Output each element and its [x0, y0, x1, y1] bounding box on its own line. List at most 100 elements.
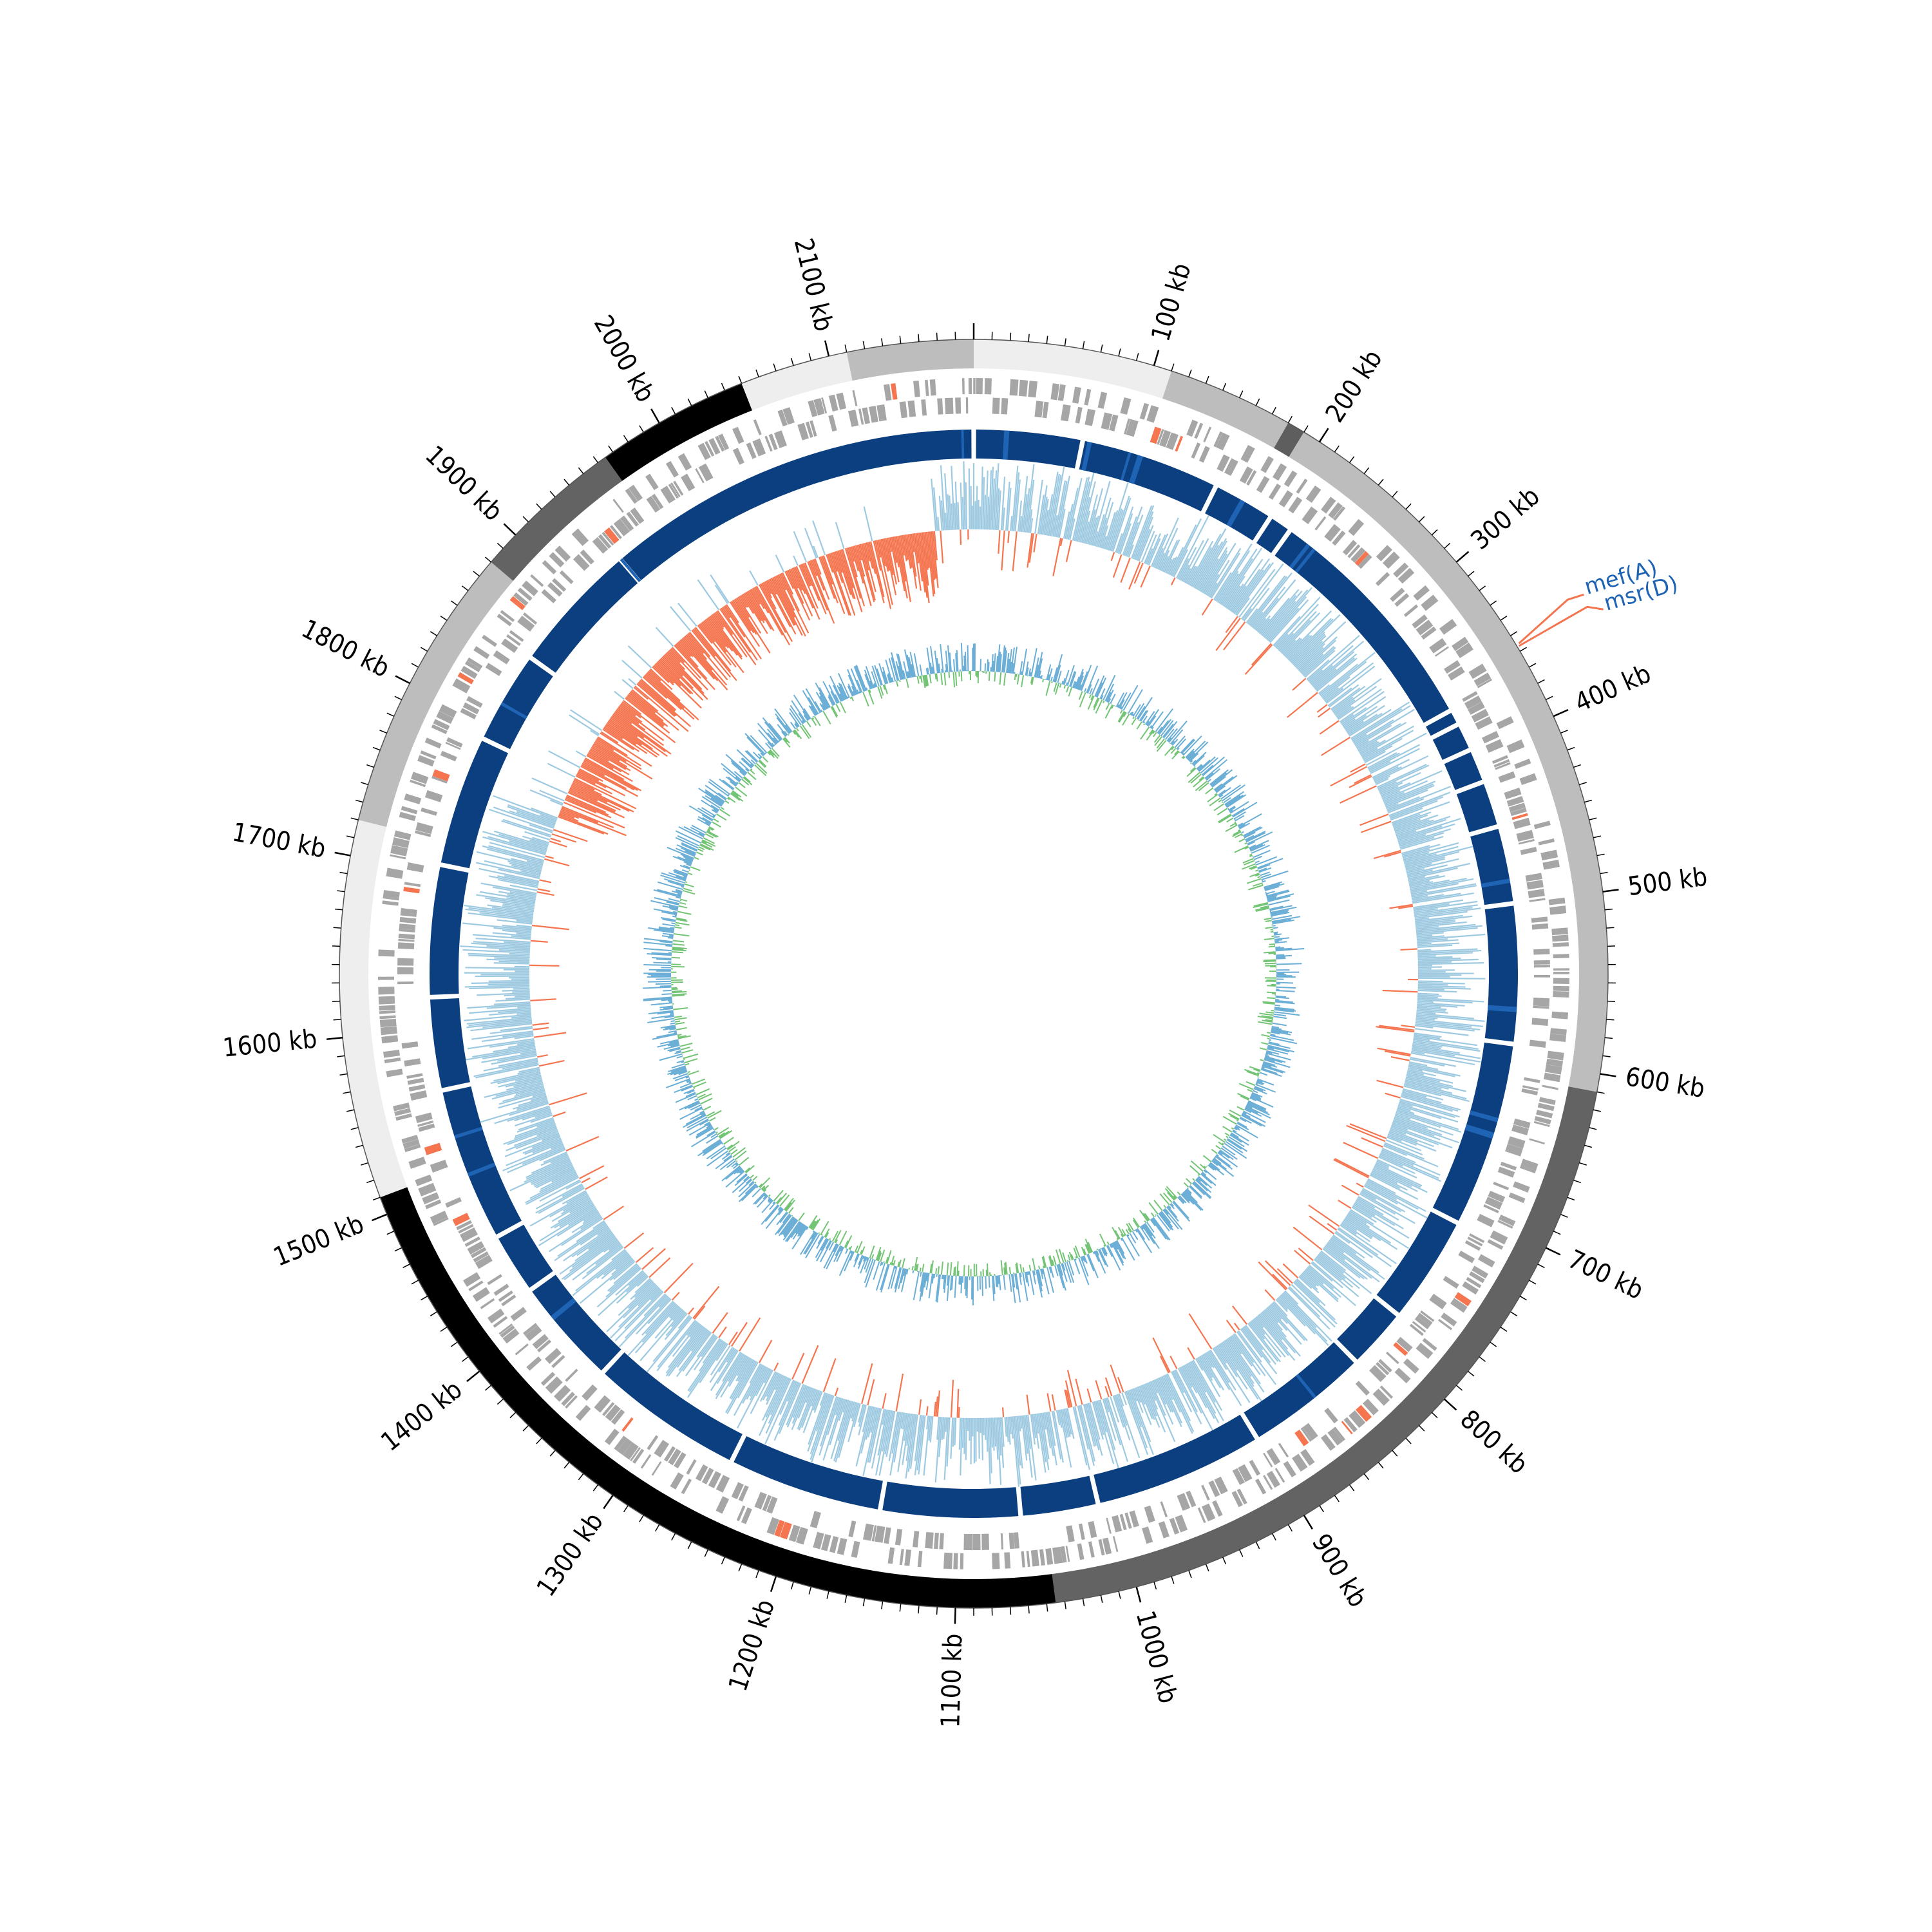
gc-skew-negative-bar: [666, 652, 703, 690]
contig-segment: [380, 1187, 1056, 1608]
gc-content-positive-bar: [786, 1221, 801, 1242]
gc-skew-negative-bar: [705, 619, 726, 648]
gc-content-negative-bar: [682, 889, 696, 895]
gc-skew-negative-bar: [699, 623, 715, 643]
gc-content-positive-bar: [701, 796, 721, 809]
gc-content-negative-bar: [1152, 730, 1155, 735]
gene-feature: [1075, 406, 1083, 424]
gc-content-positive-bar: [871, 665, 880, 687]
gc-skew-positive-bar: [1413, 903, 1450, 910]
gene-feature: [632, 1448, 645, 1464]
gene-feature: [1213, 431, 1223, 448]
gc-skew-positive-bar: [1339, 690, 1385, 723]
gc-content-negative-bar: [1021, 675, 1025, 688]
gc-content-positive-bar: [690, 1111, 705, 1120]
gc-content-positive-bar: [1003, 650, 1007, 673]
gc-skew-positive-bar: [1338, 1227, 1379, 1256]
gc-content-positive-bar: [1226, 1139, 1242, 1150]
gc-content-positive-bar: [838, 682, 848, 700]
gc-content-negative-bar: [1203, 1165, 1207, 1169]
gc-skew-positive-bar: [1385, 789, 1428, 808]
gc-content-negative-bar: [703, 837, 715, 844]
gene-feature: [1458, 1250, 1475, 1264]
gene-feature: [764, 435, 773, 452]
gc-skew-positive-bar: [538, 1208, 598, 1247]
gc-content-negative-bar: [1052, 1256, 1057, 1265]
gc-skew-negative-bar: [739, 1317, 761, 1352]
scale-ticks: [327, 323, 1619, 1624]
gc-skew-positive-bar: [1383, 791, 1405, 802]
gc-content-positive-bar: [1193, 1180, 1212, 1198]
gc-content-positive-bar: [667, 1046, 681, 1052]
gc-content-negative-bar: [1217, 808, 1228, 816]
gc-content-negative-bar: [937, 1266, 940, 1274]
gc-content-positive-bar: [800, 1231, 816, 1255]
gene-feature: [497, 614, 512, 627]
gene-feature: [974, 378, 976, 395]
gc-skew-positive-bar: [509, 884, 538, 891]
gc-skew-positive-bar: [1062, 1408, 1070, 1437]
blast-hit-segment: [430, 867, 469, 995]
gc-skew-positive-bar: [1406, 867, 1425, 874]
gc-content-positive-bar: [1265, 1053, 1268, 1056]
minor-tick: [1405, 1437, 1412, 1444]
gc-content-positive-bar: [761, 1204, 779, 1226]
gc-skew-negative-bar: [1293, 1226, 1323, 1251]
tick-label: 1500 kb: [269, 1209, 368, 1273]
gc-content-positive-bar: [1078, 684, 1082, 690]
gc-content-positive-bar: [1273, 1013, 1286, 1017]
gc-skew-positive-bar: [1280, 1294, 1329, 1346]
gc-skew-negative-bar: [1298, 1247, 1314, 1262]
gc-skew-positive-bar: [1083, 1404, 1095, 1447]
gc-content-negative-bar: [777, 1193, 788, 1205]
gc-skew-positive-bar: [1320, 652, 1376, 697]
gc-skew-negative-bar: [793, 567, 806, 594]
gc-content-positive-bar: [1112, 1242, 1124, 1264]
gc-content-positive-bar: [1241, 1113, 1266, 1127]
gc-content-positive-bar: [1258, 867, 1272, 873]
gc-skew-positive-bar: [466, 1016, 532, 1025]
gc-skew-positive-bar: [1267, 1306, 1302, 1345]
gc-skew-positive-bar: [813, 545, 819, 558]
gene-feature: [732, 448, 744, 465]
gc-content-positive-bar: [1271, 1027, 1282, 1030]
gc-skew-positive-bar: [467, 1037, 535, 1050]
gc-skew-negative-bar: [794, 566, 814, 609]
gc-skew-positive-bar: [728, 1356, 748, 1387]
gc-skew-positive-bar: [1300, 639, 1337, 674]
gene-feature: [397, 967, 414, 974]
gc-content-negative-bar: [1264, 938, 1274, 940]
gene-feature: [425, 1199, 442, 1209]
gc-content-positive-bar: [672, 1073, 688, 1079]
gc-content-positive-bar: [960, 1276, 961, 1285]
gc-skew-negative-bar: [1265, 1260, 1291, 1286]
minor-tick: [1584, 1144, 1593, 1148]
gc-skew-positive-bar: [1396, 1112, 1441, 1128]
gc-content-positive-bar: [745, 1178, 752, 1184]
minor-tick: [578, 1473, 584, 1481]
gc-content-positive-bar: [1054, 654, 1063, 683]
gc-content-negative-bar: [886, 1250, 892, 1264]
gc-skew-positive-bar: [512, 990, 530, 993]
gc-skew-positive-bar: [1385, 1139, 1423, 1156]
gc-skew-positive-bar: [590, 730, 600, 737]
gc-skew-negative-bar: [811, 559, 825, 591]
gc-skew-negative-bar: [930, 531, 937, 579]
gc-content-negative-bar: [811, 717, 815, 720]
gene-feature: [501, 1294, 516, 1307]
gc-skew-negative-bar: [613, 712, 672, 755]
gc-skew-positive-bar: [516, 924, 532, 928]
minor-tick: [592, 456, 599, 463]
gc-skew-positive-bar: [701, 1335, 717, 1358]
gc-content-positive-bar: [1015, 1273, 1021, 1303]
gc-skew-positive-bar: [1084, 494, 1099, 544]
gc-content-positive-bar: [1271, 1030, 1291, 1036]
gene-feature: [1540, 849, 1558, 861]
gc-skew-positive-bar: [1077, 1405, 1089, 1450]
gc-content-positive-bar: [710, 1133, 717, 1139]
gc-skew-positive-bar: [1249, 573, 1293, 627]
gene-feature: [404, 882, 421, 887]
gene-feature: [1349, 1410, 1366, 1428]
gc-content-negative-bar: [1111, 705, 1114, 709]
gene-feature: [1186, 1490, 1197, 1508]
